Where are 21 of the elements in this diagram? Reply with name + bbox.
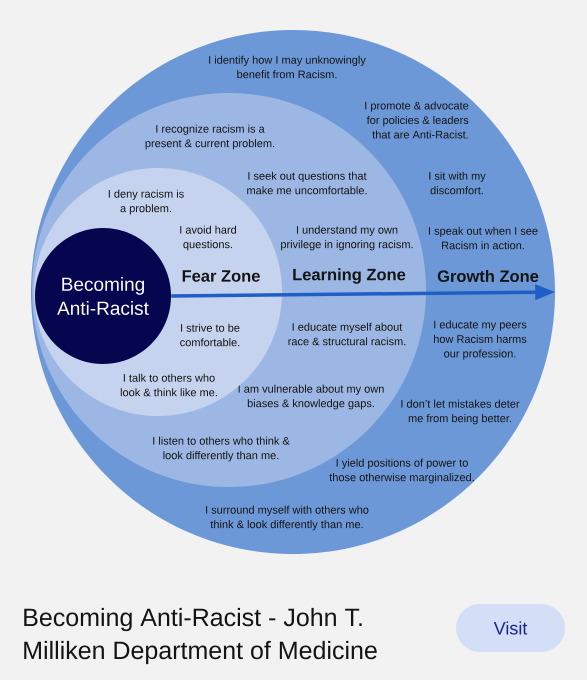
statement-text: I understand my own privilege in ignoring racism.	[281, 226, 413, 250]
statement-text: I deny racism is a problem.	[108, 190, 184, 214]
statement-text: I avoid hard questions.	[180, 226, 236, 250]
statement-text: I promote & advocate for policies & leaders that are Anti-Racist.	[365, 101, 468, 139]
statement-text: I yield positions of power to those otherwise marginalized.	[329, 458, 474, 484]
result-title: Becoming Anti-Racist - John T. Milliken Department of Medicine	[24, 608, 377, 664]
statement-text: I speak out when I see Racism in action.	[429, 226, 538, 250]
zone-label: Learning Zone	[293, 268, 406, 284]
statement-text: I seek out questions that make me uncomfortable.	[247, 172, 367, 194]
statement-text: I sit with my discomfort.	[429, 172, 486, 194]
zone-label: Fear Zone	[182, 270, 260, 282]
statement-text: I talk to others who look & think like me.	[120, 374, 217, 396]
statement-text: I educate myself about race & structural racism.	[288, 322, 406, 346]
statement-text: I educate my peers how Racism harms our profession.	[434, 320, 526, 360]
statement-text: I don’t let mistakes deter me from being better.	[401, 400, 520, 424]
statement-text: I recognize racism is a present & current problem.	[146, 124, 274, 150]
statement-text: I surround myself with others who think & look differently than me.	[206, 506, 368, 530]
statement-text: I listen to others who think & look differently than me.	[153, 436, 290, 462]
statement-text: I identify how I may unknowingly benefit from Racism.	[209, 56, 366, 78]
statement-text: I strive to be comfortable.	[180, 324, 240, 346]
zone-label: Growth Zone	[438, 270, 538, 282]
